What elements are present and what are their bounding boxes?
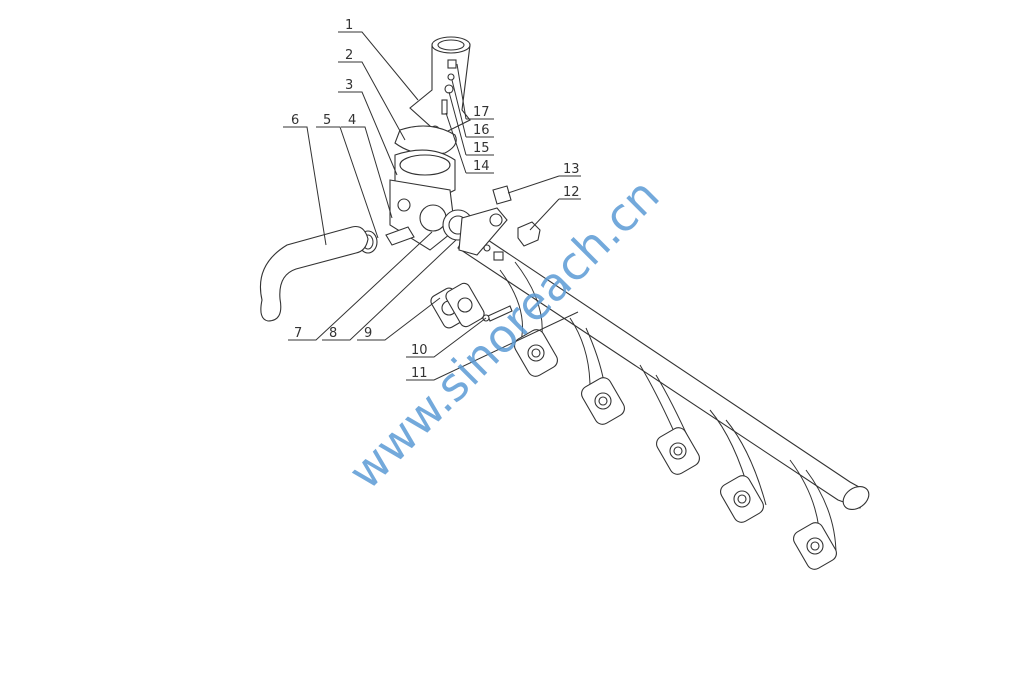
label-11: 11 xyxy=(411,366,428,381)
label-16: 16 xyxy=(473,123,490,138)
branch-flanges xyxy=(430,261,837,570)
label-5: 5 xyxy=(323,113,331,128)
part-labels: 1 2 3 4 5 6 7 8 9 10 11 12 13 14 15 16 1… xyxy=(291,18,580,381)
label-17: 17 xyxy=(473,105,490,120)
label-12: 12 xyxy=(563,185,580,200)
label-7: 7 xyxy=(294,326,302,341)
label-13: 13 xyxy=(563,162,580,177)
label-15: 15 xyxy=(473,141,490,156)
thermostat-housing xyxy=(259,36,541,322)
label-3: 3 xyxy=(345,78,353,93)
label-6: 6 xyxy=(291,113,299,128)
label-1: 1 xyxy=(345,18,353,33)
manifold-pipe xyxy=(457,227,870,511)
label-8: 8 xyxy=(329,326,337,341)
leader-lines xyxy=(283,31,581,381)
label-9: 9 xyxy=(364,326,372,341)
label-10: 10 xyxy=(411,343,428,358)
label-2: 2 xyxy=(345,48,353,63)
label-4: 4 xyxy=(348,113,356,128)
label-14: 14 xyxy=(473,159,490,174)
